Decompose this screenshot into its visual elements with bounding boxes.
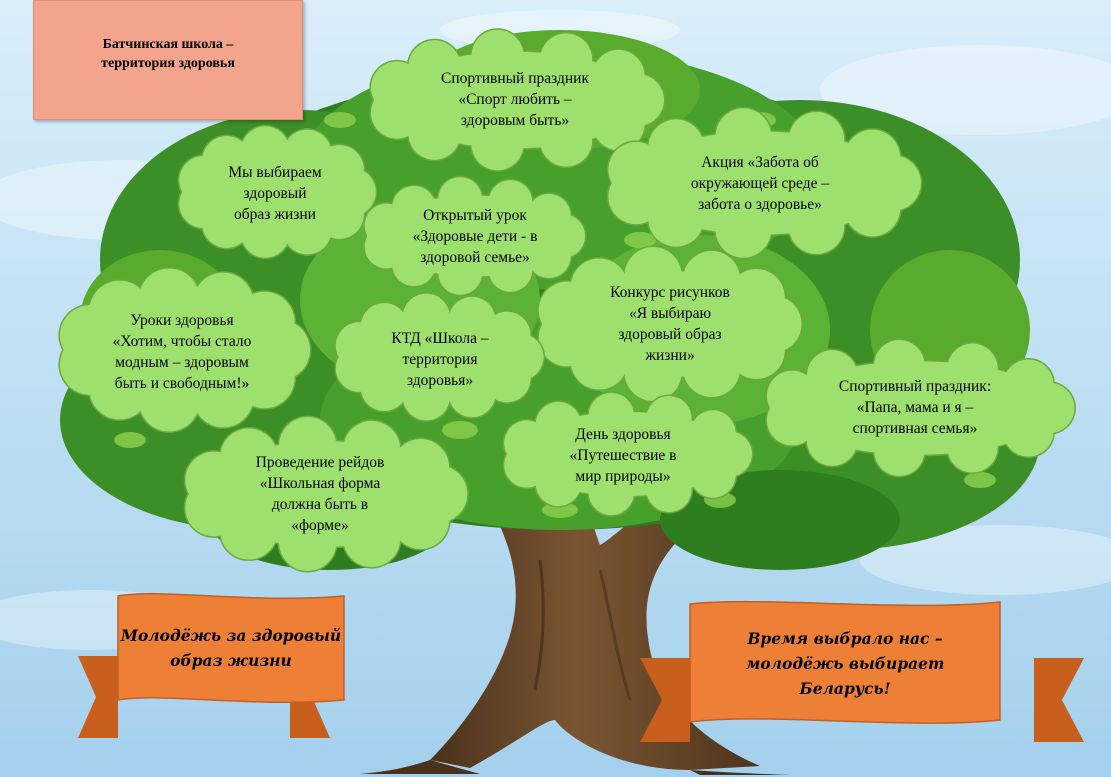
cloud-family-sport: Спортивный праздник: «Папа, мама и я – с… [838,377,992,437]
cloud-health-day: День здоровья «Путешествие в мир природы… [569,425,677,485]
cloud-healthy-lifestyle-shape [177,124,378,260]
cloud-drawing-contest: Конкурс рисунков «Я выбираю здоровый обр… [610,284,730,364]
banner-right-text: Время выбрало нас – молодёжь выбирает Бе… [745,628,945,698]
title-box: Батчинская школа – территория здоровья [33,0,303,120]
banner-right [640,600,1084,742]
cloud-healthy-lifestyle: Мы выбираем здоровый образ жизни [228,163,322,223]
cloud-health-lessons-shape [58,266,312,434]
cloud-family-sport-shape [765,338,1076,478]
cloud-sport-holiday-shape [369,28,666,172]
cloud-drawing-contest-shape [537,245,804,403]
cloud-raids-shape [183,415,469,573]
banner-left [78,592,345,738]
cloud-health-lessons: Уроки здоровья «Хотим, чтобы стало модны… [112,312,252,392]
cloud-open-lesson-shape [363,175,587,297]
cloud-environment-action: Акция «Забота об окружающей среде – забо… [690,153,830,213]
banner-left-text: Молодёжь за здоровый образ жизни [120,626,342,670]
cloud-raids: Проведение рейдов «Школьная форма должна… [255,454,385,534]
cloud-health-day-shape [502,391,754,517]
cloud-sport-holiday: Спортивный праздник «Спорт любить – здор… [441,69,589,129]
cloud-open-lesson: Открытый урок «Здоровые дети - в здорово… [412,206,538,266]
page-title: Батчинская школа – территория здоровья [101,37,235,71]
tree-trunk [360,470,790,775]
cloud-environment-action-shape [606,106,923,260]
cloud-shapes [58,28,1076,573]
cloud-ktd: КТД «Школа – территория здоровья» [391,329,489,389]
cloud-ktd-shape [334,292,546,422]
